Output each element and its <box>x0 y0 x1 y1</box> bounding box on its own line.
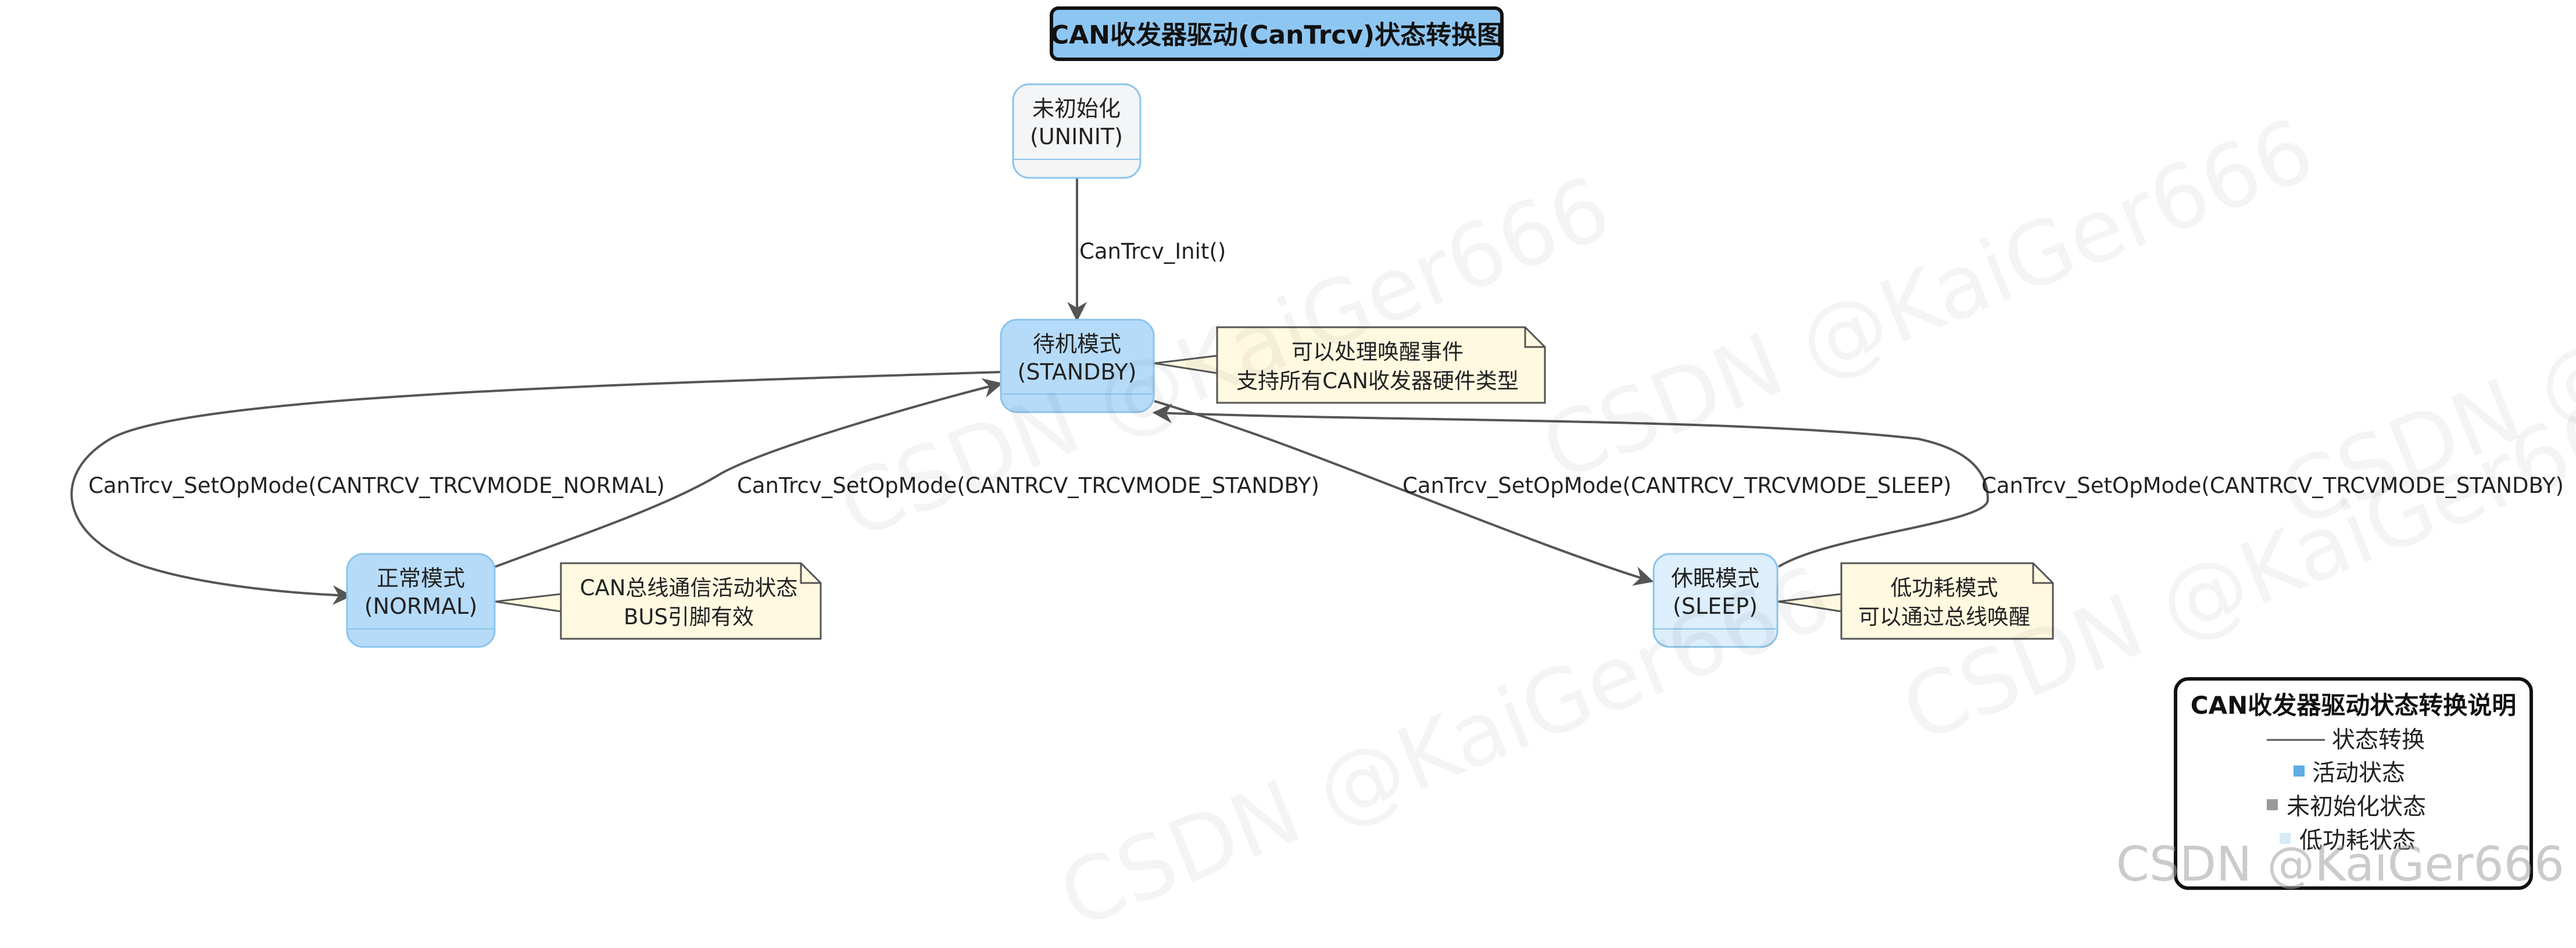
note-normal-line-2: BUS引脚有效 <box>624 604 754 629</box>
legend: CAN收发器驱动状态转换说明 状态转换 活动状态 未初始化状态 低功耗状态 <box>2174 677 2533 890</box>
label-normal-to-standby: CanTrcv_SetOpMode(CANTRCV_TRCVMODE_STAND… <box>737 473 1319 498</box>
note-sleep-line-2: 可以通过总线唤醒 <box>1858 604 2030 629</box>
note-standby: 可以处理唤醒事件 支持所有CAN收发器硬件类型 <box>1216 326 1546 404</box>
state-standby-name: 待机模式 <box>1033 331 1121 357</box>
state-diagram: CAN收发器驱动(CanTrcv)状态转换图 CanTrcv_Init() Ca… <box>70 6 2564 890</box>
legend-item-transition: 状态转换 <box>2332 727 2425 753</box>
legend-item-uninit: 未初始化状态 <box>2287 793 2426 820</box>
title-box <box>1050 6 1504 61</box>
note-normal: CAN总线通信活动状态 BUS引脚有效 <box>560 562 822 640</box>
note-normal-line-1: CAN总线通信活动状态 <box>580 575 798 600</box>
note-sleep: 低功耗模式 可以通过总线唤醒 <box>1840 562 2054 640</box>
arrow-standby-to-sleep <box>1154 400 1654 586</box>
arrow-sleep-to-standby <box>1152 403 1990 568</box>
legend-item-active: 活动状态 <box>2312 760 2405 786</box>
label-to-normal: CanTrcv_SetOpMode(CANTRCV_TRCVMODE_NORMA… <box>88 473 665 498</box>
legend-sleep-swatch <box>2280 833 2291 844</box>
state-standby[interactable]: 待机模式 (STANDBY) <box>1000 319 1155 413</box>
diagram-title: CAN收发器驱动(CanTrcv)状态转换图 <box>1050 6 1504 61</box>
title-text: CAN收发器驱动(CanTrcv)状态转换图 <box>1050 20 1502 50</box>
note-standby-line-1: 可以处理唤醒事件 <box>1291 339 1464 364</box>
arrow-standby-to-normal <box>70 371 1001 605</box>
transition-labels: CanTrcv_Init() CanTrcv_SetOpMode(CANTRCV… <box>88 239 2564 498</box>
state-standby-code: (STANDBY) <box>1018 359 1137 385</box>
label-to-sleep: CanTrcv_SetOpMode(CANTRCV_TRCVMODE_SLEEP… <box>1403 473 1951 498</box>
legend-title: CAN收发器驱动状态转换说明 <box>2191 691 2516 720</box>
state-normal[interactable]: 正常模式 (NORMAL) <box>346 553 496 648</box>
state-uninit-code: (UNINIT) <box>1030 124 1123 149</box>
connector-sleep-note <box>1777 593 1842 613</box>
transitions <box>70 178 1990 605</box>
connector-standby-note <box>1154 355 1218 374</box>
label-sleep-to-standby: CanTrcv_SetOpMode(CANTRCV_TRCVMODE_STAND… <box>1981 473 2564 498</box>
legend-active-swatch <box>2294 765 2305 777</box>
legend-uninit-swatch <box>2267 799 2278 810</box>
state-uninit[interactable]: 未初始化 (UNINIT) <box>1012 83 1142 179</box>
label-init: CanTrcv_Init() <box>1079 239 1226 264</box>
note-standby-line-2: 支持所有CAN收发器硬件类型 <box>1236 369 1519 393</box>
arrow-normal-to-standby <box>495 378 1003 568</box>
state-uninit-name: 未初始化 <box>1032 96 1121 121</box>
state-normal-name: 正常模式 <box>377 566 465 591</box>
state-sleep-name: 休眠模式 <box>1671 566 1759 591</box>
state-sleep-code: (SLEEP) <box>1673 593 1758 619</box>
legend-item-sleep: 低功耗状态 <box>2299 827 2416 854</box>
connector-normal-note <box>495 593 562 613</box>
note-sleep-line-1: 低功耗模式 <box>1891 575 1998 600</box>
legend-box <box>2174 677 2533 890</box>
state-normal-code: (NORMAL) <box>364 593 477 619</box>
state-sleep[interactable]: 休眠模式 (SLEEP) <box>1652 553 1779 648</box>
